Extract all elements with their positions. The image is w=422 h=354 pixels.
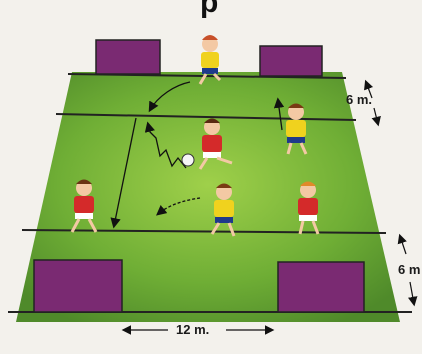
top-zone-arrow-down [374,108,378,124]
ball [182,154,194,166]
top-right-goal [260,46,322,76]
bottom-left-goal [34,260,122,312]
top-left-goal [96,40,160,74]
heading-fragment: p [200,0,218,20]
bottom-zone-arrow-up [400,236,406,254]
width-label: 12 m. [176,322,209,337]
bottom-zone-depth-label: 6 m [398,262,420,277]
top-zone-depth-label: 6 m. [346,92,372,107]
bottom-zone-arrow-down [410,282,414,304]
bottom-right-goal [278,262,364,312]
